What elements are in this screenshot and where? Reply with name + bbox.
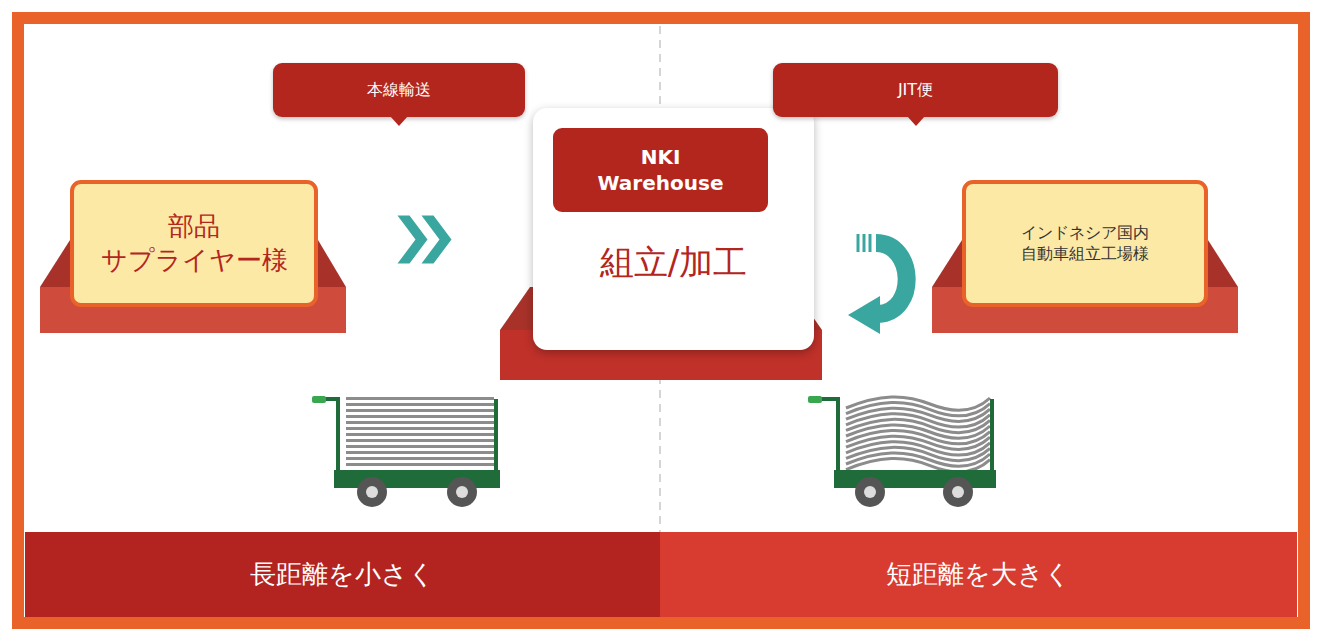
supplier-box: 部品 サプライヤー様: [70, 180, 318, 307]
chevron-arrow: [398, 216, 452, 264]
node-label: 短距離を大きく: [886, 557, 1071, 592]
node-label: 本線輸送: [367, 80, 431, 101]
right-band: 短距離を大きく: [660, 532, 1297, 617]
warehouse-header: NKI Warehouse: [553, 128, 768, 212]
node-label: インドネシア国内 自動車組立工場様: [976, 223, 1194, 265]
warehouse-card: 組立/加工 NKI Warehouse: [533, 108, 814, 350]
node-label: 長距離を小さく: [250, 557, 435, 592]
factory-box: インドネシア国内 自動車組立工場様: [962, 180, 1208, 307]
node-label: 組立/加工: [533, 240, 814, 286]
jit-callout: JIT便: [773, 63, 1058, 117]
node-label: 部品 サプライヤー様: [84, 210, 304, 278]
left-band: 長距離を小さく: [25, 532, 660, 617]
cart-bent-load: [808, 396, 996, 507]
return-arrow: [848, 234, 907, 334]
node-label: JIT便: [898, 80, 933, 101]
transport-callout: 本線輸送: [273, 63, 525, 117]
cart-straight-load: [312, 396, 500, 507]
node-label: NKI Warehouse: [598, 144, 724, 196]
